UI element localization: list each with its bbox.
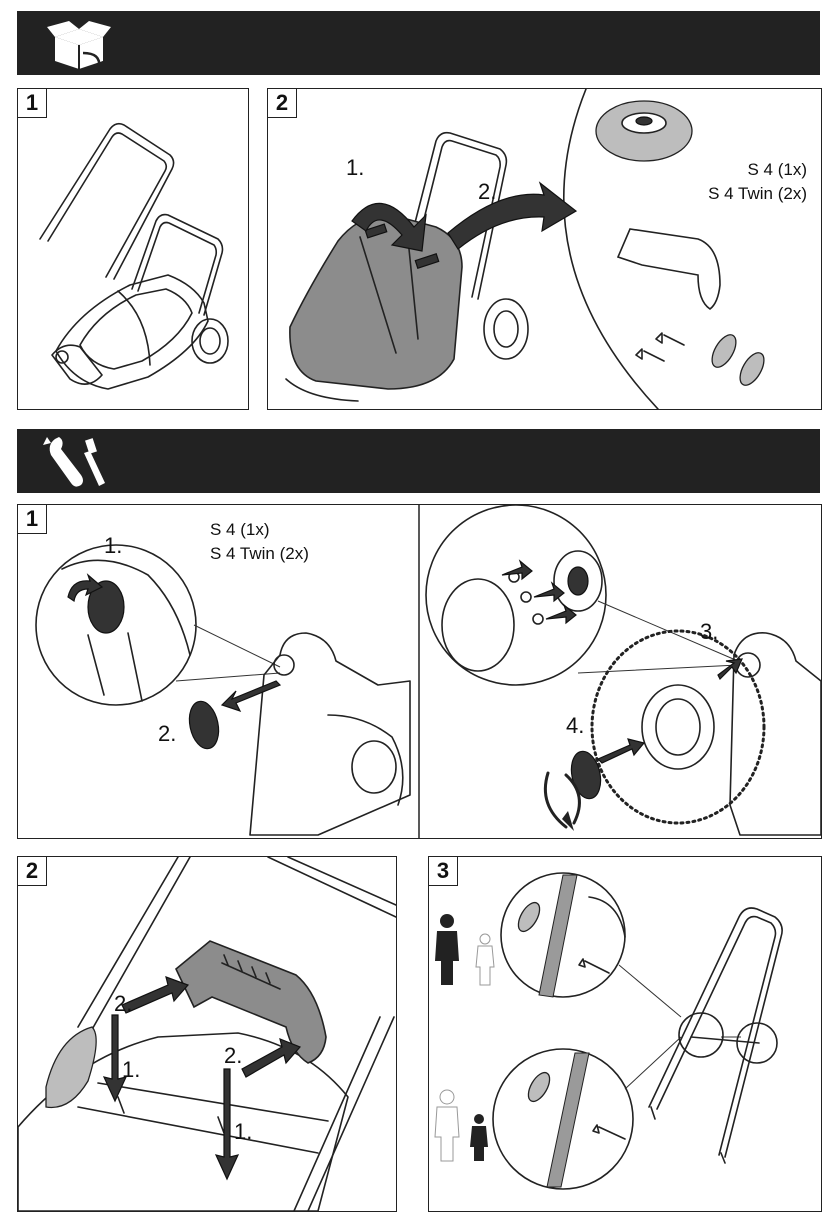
panel-number: 2 xyxy=(268,89,297,118)
step-label: 3. xyxy=(700,619,719,644)
panel-number: 2 xyxy=(18,857,47,886)
brush-mounting-illustration xyxy=(35,505,821,838)
step-label: 2. xyxy=(114,991,133,1016)
step-label: 2. xyxy=(224,1043,243,1068)
assembly-panel-1: 1 xyxy=(17,504,822,839)
section-header-assembly xyxy=(17,429,820,493)
step-label: 1. xyxy=(104,533,123,558)
two-person-icon xyxy=(435,914,495,986)
unpack-panel-2: 2 1. 2. S 4 (1x) S 4 Twin (2x) xyxy=(267,88,822,410)
brush-quantity-s4: S 4 (1x) xyxy=(210,520,270,539)
sweeper-and-handle-illustration xyxy=(39,122,229,390)
section-header-unpacking xyxy=(17,11,820,75)
brush-quantity-s4-twin: S 4 Twin (2x) xyxy=(708,184,807,203)
unpack-panel-1: 1 xyxy=(17,88,249,410)
step-label: 4. xyxy=(566,713,585,738)
handle-bracket-illustration xyxy=(18,857,396,1211)
step-label: 1. xyxy=(346,155,365,180)
panel-number: 3 xyxy=(429,857,458,886)
panel-number: 1 xyxy=(18,89,47,118)
step-label: 1. xyxy=(234,1119,253,1144)
assembly-panel-2: 2 2. 1. 2. 1. xyxy=(17,856,397,1212)
panel-number: 1 xyxy=(18,505,47,534)
assembly-panel-3: 3 xyxy=(428,856,822,1212)
step-label: 2. xyxy=(478,179,497,204)
unpacking-box-icon xyxy=(47,21,111,71)
step-label: 1. xyxy=(122,1057,141,1082)
unpack-accessories-illustration xyxy=(285,89,765,409)
brush-quantity-s4-twin: S 4 Twin (2x) xyxy=(210,544,309,563)
two-person-icon xyxy=(434,1089,488,1162)
wrench-screwdriver-icon xyxy=(43,437,105,487)
brush-quantity-s4: S 4 (1x) xyxy=(747,160,807,179)
step-label: 2. xyxy=(158,721,177,746)
handle-assembly-illustration xyxy=(434,872,783,1190)
